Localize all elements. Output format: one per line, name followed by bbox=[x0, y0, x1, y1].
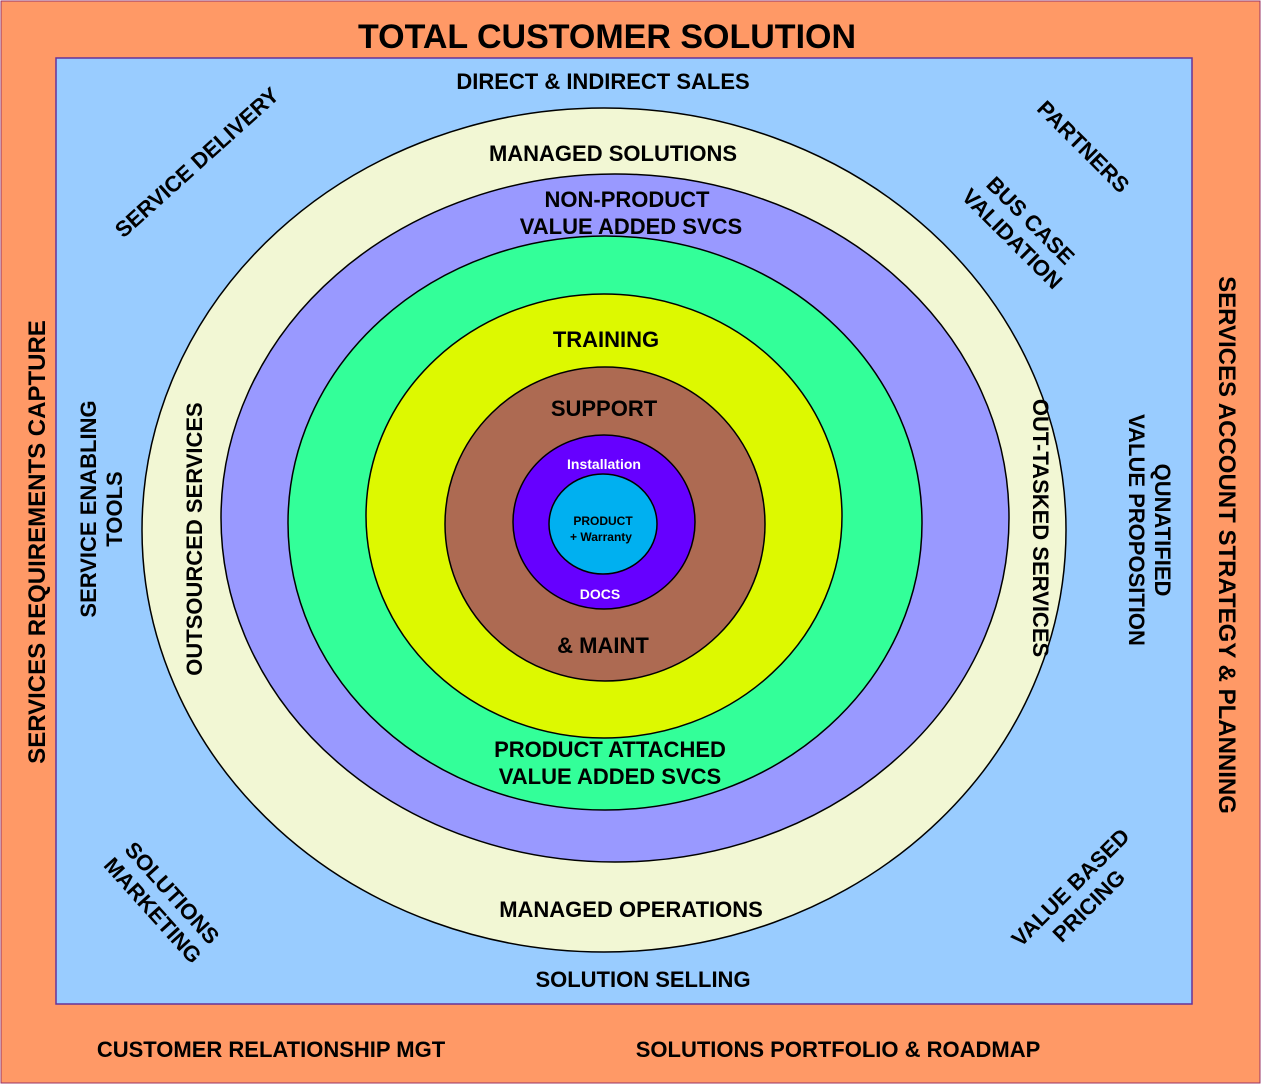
frame-left-label: SERVICES REQUIREMENTS CAPTURE bbox=[24, 320, 51, 764]
frame-bottom-left-label: CUSTOMER RELATIONSHIP MGT bbox=[97, 1037, 446, 1062]
product-attached-line-2: VALUE ADDED SVCS bbox=[499, 764, 721, 789]
core-line-2: + Warranty bbox=[570, 530, 632, 544]
docs-label: DOCS bbox=[580, 586, 620, 602]
field-bottom-label: SOLUTION SELLING bbox=[535, 967, 750, 992]
installation-label: Installation bbox=[567, 456, 641, 472]
nonproduct-line-1: NON-PRODUCT bbox=[545, 187, 711, 212]
service-enabling-line-2: TOOLS bbox=[102, 471, 127, 546]
diagram-title: TOTAL CUSTOMER SOLUTION bbox=[358, 18, 856, 56]
service-enabling-line-1: SERVICE ENABLING bbox=[76, 400, 101, 617]
training-label: TRAINING bbox=[553, 327, 659, 352]
value-proposition-line-2: VALUE PROPOSITION bbox=[1124, 414, 1149, 646]
value-proposition-label: QUNATIFIED VALUE PROPOSITION bbox=[1124, 414, 1175, 646]
frame-bottom-right-label: SOLUTIONS PORTFOLIO & ROADMAP bbox=[636, 1037, 1041, 1062]
maint-label: & MAINT bbox=[557, 633, 649, 658]
field-top-label: DIRECT & INDIRECT SALES bbox=[456, 69, 749, 94]
out-tasked-services-label: OUT-TASKED SERVICES bbox=[1028, 399, 1053, 657]
managed-operations-label: MANAGED OPERATIONS bbox=[499, 897, 763, 922]
support-label: SUPPORT bbox=[551, 396, 658, 421]
outsourced-services-label: OUTSOURCED SERVICES bbox=[182, 402, 207, 675]
value-proposition-line-1: QUNATIFIED bbox=[1150, 464, 1175, 597]
service-enabling-tools-label: SERVICE ENABLING TOOLS bbox=[76, 400, 127, 617]
core-line-1: PRODUCT bbox=[573, 514, 633, 528]
managed-solutions-label: MANAGED SOLUTIONS bbox=[489, 141, 737, 166]
product-attached-line-1: PRODUCT ATTACHED bbox=[494, 737, 726, 762]
core-product bbox=[548, 473, 658, 575]
frame-right-label: SERVICES ACCOUNT STRATEGY & PLANNING bbox=[1213, 276, 1240, 814]
nonproduct-line-2: VALUE ADDED SVCS bbox=[520, 214, 742, 239]
